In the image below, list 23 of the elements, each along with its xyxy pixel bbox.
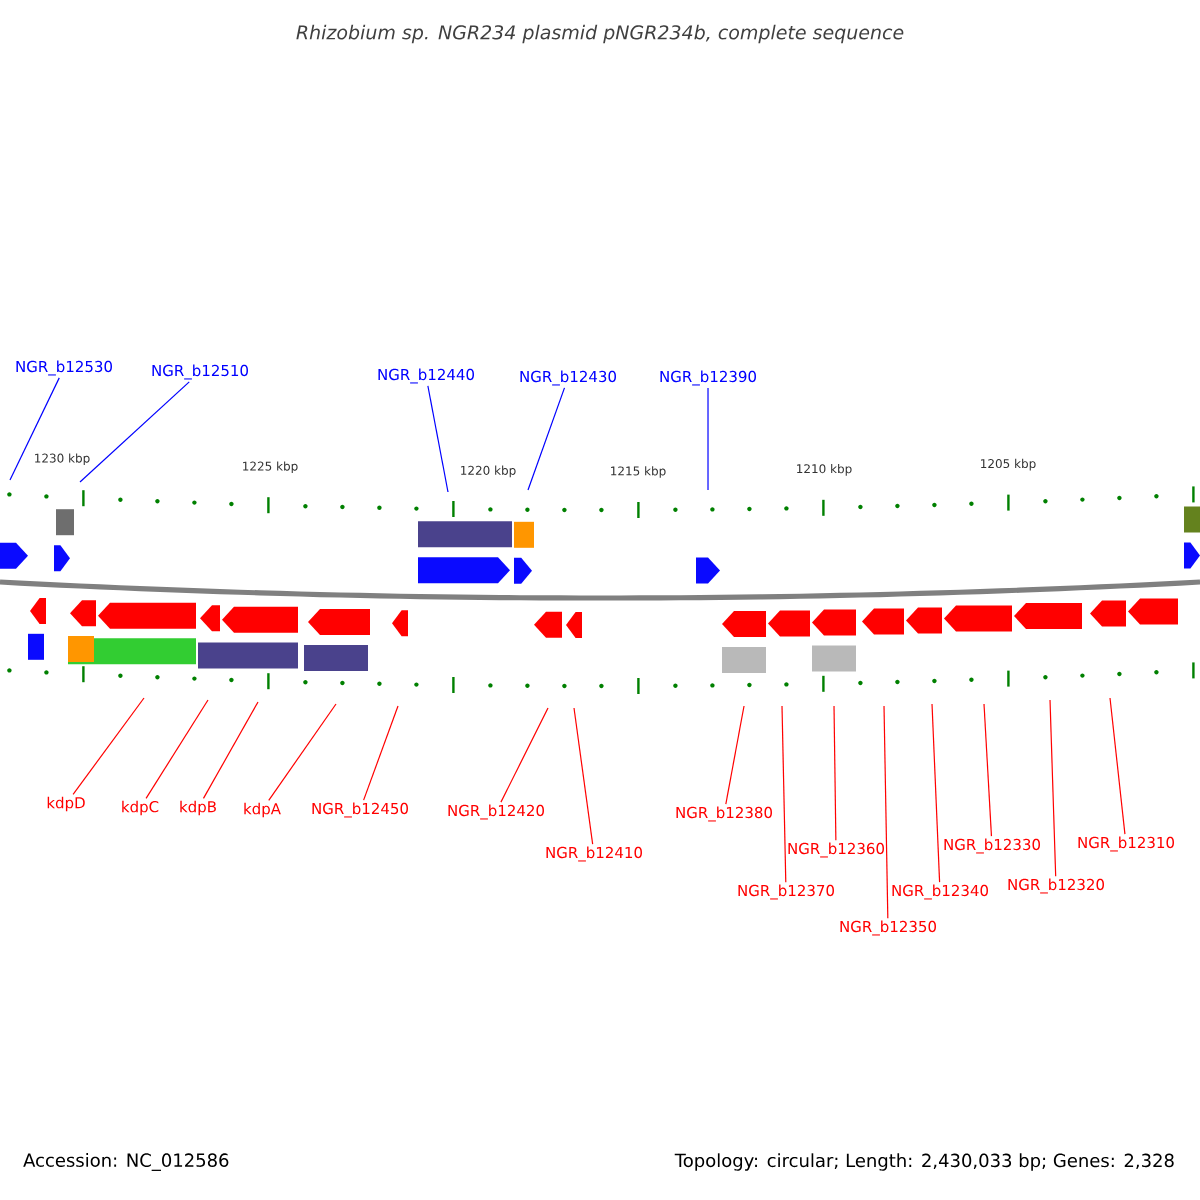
leader-line [931,703,941,883]
leader-line [1049,699,1057,877]
summary-text: Topology: circular; Length: 2,430,033 bp; Genes: 2,328 [674,1153,1174,1171]
leader-line [363,705,399,801]
leader-line [72,697,145,795]
accession-text: Accession: NC_012586 [23,1153,229,1171]
leader-line [725,705,745,805]
leader-line [833,705,837,841]
leader-line [268,703,337,801]
leader-line [707,387,709,491]
leader-line [983,703,993,837]
leader-line [1109,697,1126,835]
leader-line [202,701,259,799]
leader-line [883,705,889,919]
title: Rhizobium sp. NGR234 plasmid pNGR234b, complete sequence [296,24,904,44]
leader-line [500,707,549,803]
leader-line [79,381,190,483]
leader-line [573,707,594,845]
leader-line [145,699,209,799]
leader-line [781,705,787,883]
leader-line [427,385,449,493]
leader-line [9,377,60,481]
leader-line [527,387,566,491]
